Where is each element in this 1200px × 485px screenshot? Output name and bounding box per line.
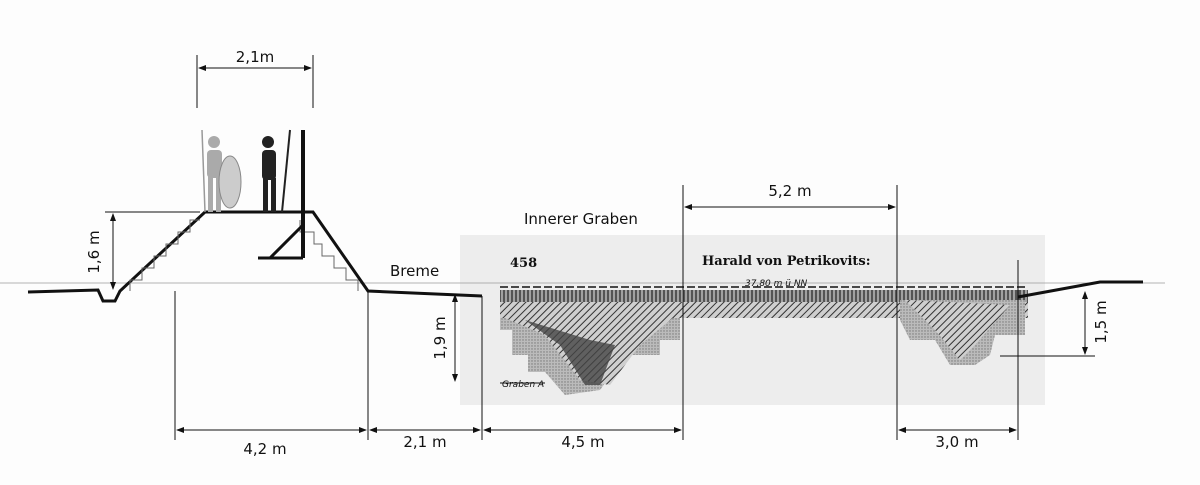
soldier-light-icon xyxy=(201,129,242,213)
soldier-figures xyxy=(201,129,291,213)
rampart-steps xyxy=(129,219,359,291)
page-number: 458 xyxy=(510,256,537,271)
author-label: Harald von Petrikovits: xyxy=(702,254,871,269)
inner-ditch-label: Innerer Graben xyxy=(524,210,638,228)
tower-width-label: 2,1m xyxy=(236,48,274,66)
berm-width-label: 2,1 m xyxy=(403,433,446,451)
elevation-label: 37,80 m ü NN xyxy=(745,279,808,289)
trench-width-label: 5,2 m xyxy=(768,182,811,200)
soldier-dark-icon xyxy=(262,129,291,213)
excavation-section xyxy=(460,235,1045,405)
ditch-a-width-label: 4,5 m xyxy=(561,433,604,451)
berm-label: Breme xyxy=(390,262,439,280)
right-ditch-width-label: 3,0 m xyxy=(935,433,978,451)
right-ground-line xyxy=(1017,280,1143,299)
palisade-brace xyxy=(258,223,305,260)
rampart-height-label: 1,6 m xyxy=(85,230,103,273)
right-depth-label: 1,5 m xyxy=(1092,300,1110,343)
rampart-base-label: 4,2 m xyxy=(243,440,286,458)
trench-a-label: Graben A xyxy=(502,380,544,390)
rampart-profile xyxy=(27,210,483,303)
dimension-lines xyxy=(105,55,1095,440)
trench-a-depth-label: 1,9 m xyxy=(431,316,449,359)
